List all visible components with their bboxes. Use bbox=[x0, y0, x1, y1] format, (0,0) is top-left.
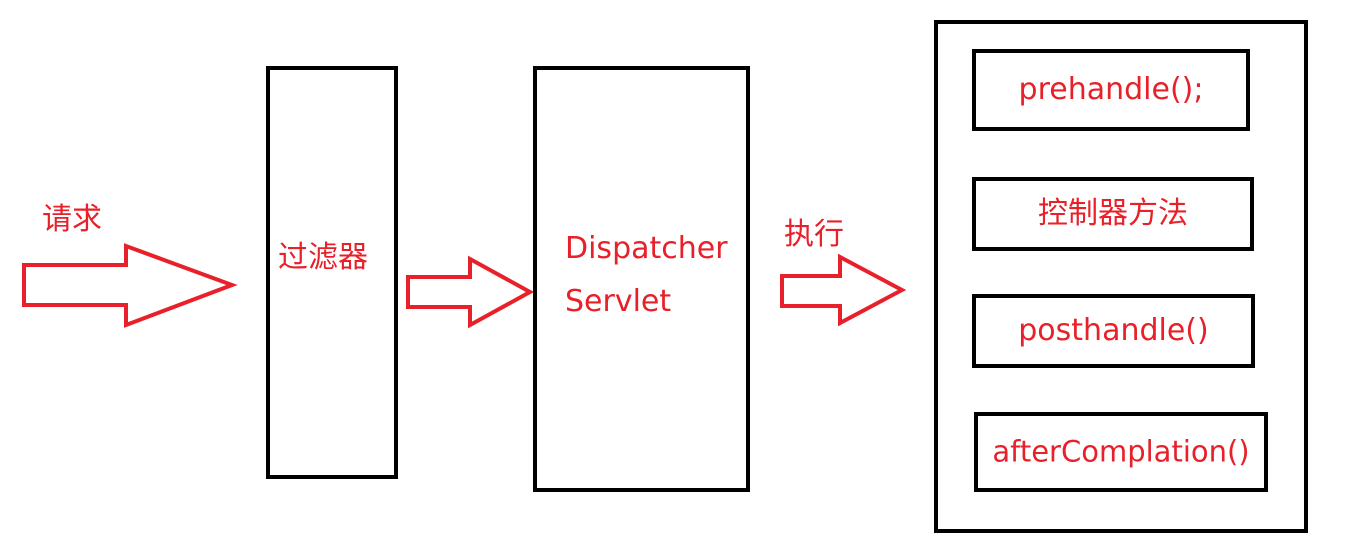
request-label: 请求 bbox=[42, 202, 102, 237]
dispatcher-label-line1: Dispatcher bbox=[565, 231, 728, 266]
step-prehandle: prehandle(); bbox=[972, 49, 1250, 131]
filter-label: 过滤器 bbox=[278, 240, 368, 275]
step-aftercompletion-text: afterComplation() bbox=[992, 434, 1250, 469]
step-controller-method-text: 控制器方法 bbox=[1038, 196, 1188, 231]
filter-to-dispatcher-arrow-icon bbox=[406, 255, 535, 329]
execute-label: 执行 bbox=[784, 217, 844, 252]
filter-box bbox=[266, 66, 398, 479]
step-posthandle-text: posthandle() bbox=[1018, 313, 1209, 348]
dispatcher-servlet-box bbox=[533, 66, 750, 492]
step-aftercompletion: afterComplation() bbox=[974, 412, 1268, 492]
request-arrow-icon bbox=[22, 243, 238, 328]
step-prehandle-text: prehandle(); bbox=[1018, 72, 1204, 107]
execute-arrow-icon bbox=[780, 253, 907, 327]
dispatcher-label-line2: Servlet bbox=[565, 284, 672, 319]
step-posthandle: posthandle() bbox=[972, 294, 1255, 368]
step-controller-method: 控制器方法 bbox=[972, 177, 1254, 251]
